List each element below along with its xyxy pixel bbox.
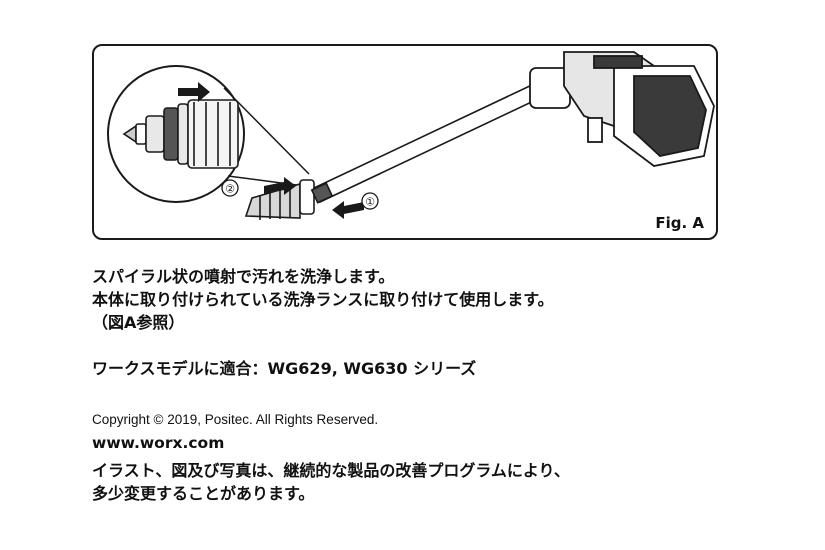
callout-1: ① xyxy=(365,196,375,209)
detail-coupling xyxy=(122,99,239,169)
description-line-2: 本体に取り付けられている洗浄ランスに取り付けて使用します。 xyxy=(92,290,554,309)
washer-gun-body xyxy=(529,51,715,167)
figure-label: Fig. A xyxy=(655,214,704,232)
lance-tube xyxy=(310,82,542,204)
push-arrow-icon xyxy=(264,177,296,195)
notice-line-2: 多少変更することがあります。 xyxy=(92,484,315,503)
description-line-1: スパイラル状の噴射で汚れを洗浄します。 xyxy=(92,267,395,286)
insert-arrow-icon xyxy=(332,201,364,219)
description: スパイラル状の噴射で汚れを洗浄します。 本体に取り付けられている洗浄ランスに取り… xyxy=(92,265,554,334)
change-notice: イラスト、図及び写真は、継続的な製品の改善プログラムにより、 多少変更することが… xyxy=(92,459,570,505)
callout-2-circle xyxy=(221,179,239,197)
description-line-3: （図A参照） xyxy=(92,313,185,332)
callout-2: ② xyxy=(225,183,235,196)
copyright-notice: Copyright © 2019, Positec. All Rights Re… xyxy=(92,412,379,427)
website-url: www.worx.com xyxy=(92,434,225,452)
callout-1-circle xyxy=(361,192,379,210)
detail-arrow-icon xyxy=(178,82,210,102)
figure-a-box: ② ① Fig. A xyxy=(92,44,718,240)
notice-line-1: イラスト、図及び写真は、継続的な製品の改善プログラムにより、 xyxy=(92,461,570,480)
compatibility-line: ワークスモデルに適合：WG629, WG630 シリーズ xyxy=(92,359,477,378)
pressure-washer-illustration: ② ① xyxy=(107,51,715,220)
